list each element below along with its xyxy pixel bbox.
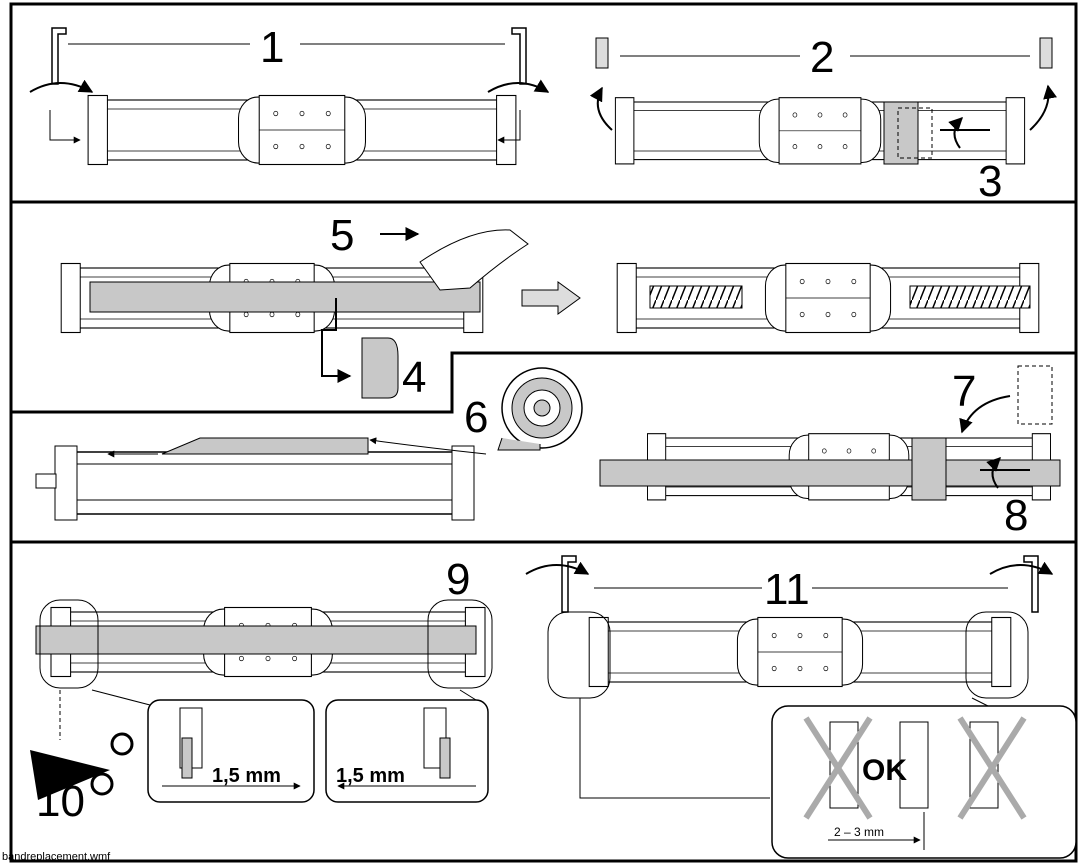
step-4-number: 4 xyxy=(402,353,426,402)
band-roll-icon xyxy=(497,367,583,451)
step-6-panel: 6 xyxy=(35,367,583,521)
hand-icon xyxy=(419,229,529,291)
clamp-part-icon xyxy=(361,337,399,399)
wrong-mark-left-icon xyxy=(803,716,873,820)
step-10-number: 10 xyxy=(36,777,85,826)
band-clamp-block xyxy=(883,101,919,165)
step-7-panel: 7 8 xyxy=(599,365,1061,540)
scissors-icon xyxy=(30,732,134,800)
zoom-circle-left-step11 xyxy=(547,611,611,699)
actuator-unit-step11 xyxy=(588,616,1012,688)
next-arrow-icon xyxy=(521,281,581,315)
step-9-number: 9 xyxy=(446,555,470,604)
hex-key-right-icon xyxy=(511,27,527,85)
file-name-caption: bandreplacement.wmf xyxy=(2,851,111,863)
dimension-right: 1,5 mm xyxy=(336,765,405,787)
step-8-number: 8 xyxy=(1004,491,1028,540)
hex-key-left-step11-icon xyxy=(561,555,577,613)
band-clamp-step7 xyxy=(911,437,947,501)
outer-frame xyxy=(9,2,1078,863)
ok-label: OK xyxy=(862,754,907,787)
zoom-circle-left xyxy=(39,599,99,689)
end-plate-left-icon xyxy=(595,37,609,69)
step-5-panel: 5 4 xyxy=(60,211,1040,402)
spring-left xyxy=(649,285,743,309)
panel-divider-2 xyxy=(11,351,1076,414)
band-step9 xyxy=(35,625,477,655)
step-2-number: 2 xyxy=(810,33,834,82)
end-plate-right-icon xyxy=(1039,37,1053,69)
actuator-unit-step1 xyxy=(87,94,517,166)
clamp-dashed-icon xyxy=(1017,365,1053,425)
step-1-panel: 1 xyxy=(29,23,550,166)
old-band xyxy=(89,281,481,313)
dimension-left: 1,5 mm xyxy=(212,765,281,787)
step-7-number: 7 xyxy=(952,367,976,416)
step-9-panel: 9 1,5 mm 1,5 mm 10 xyxy=(30,555,493,826)
gap-dimension: 2 – 3 mm xyxy=(834,825,884,839)
wrong-mark-right-icon xyxy=(957,716,1027,820)
step-2-panel: 2 3 xyxy=(589,33,1057,206)
new-band-inserted xyxy=(599,459,1061,487)
step-1-number: 1 xyxy=(260,23,284,72)
new-band-strip xyxy=(161,437,369,455)
step-11-panel: 11 OK 2 – 3 mm xyxy=(525,555,1077,859)
step-6-number: 6 xyxy=(464,393,488,442)
step-5-number: 5 xyxy=(330,211,354,260)
zoom-circle-right-step11 xyxy=(965,611,1029,699)
step-3-number: 3 xyxy=(978,157,1002,206)
spring-right xyxy=(909,285,1031,309)
hex-key-left-icon xyxy=(51,27,67,85)
actuator-side-view xyxy=(61,451,463,515)
step-11-number: 11 xyxy=(764,565,810,614)
zoom-circle-right xyxy=(427,599,493,689)
